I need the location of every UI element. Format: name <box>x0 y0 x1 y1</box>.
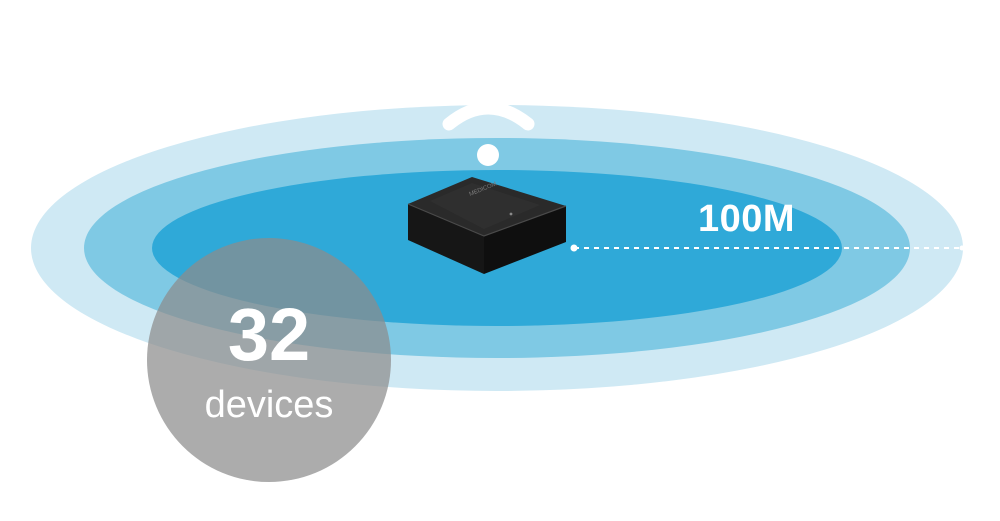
capacity-unit: devices <box>204 384 334 426</box>
wifi-signal-icon <box>442 101 535 166</box>
capacity-number: 32 <box>227 293 311 376</box>
range-label: 100M <box>698 198 796 240</box>
range-indicator-line <box>570 244 965 252</box>
hub-device-icon: MEDICOM <box>407 177 567 274</box>
capacity-badge: 32 devices <box>147 238 391 482</box>
